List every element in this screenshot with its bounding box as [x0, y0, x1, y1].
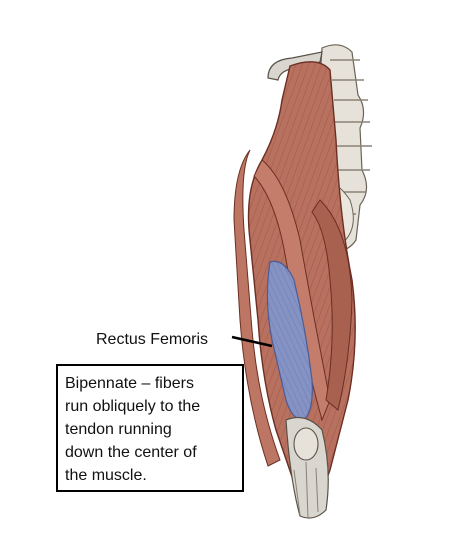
callout-text: Bipennate – fibers run obliquely to the …: [65, 375, 201, 484]
label-pointer-line: [231, 335, 273, 348]
thigh-muscles: [233, 61, 356, 502]
bipennate-callout-box: Bipennate – fibers run obliquely to the …: [56, 364, 244, 492]
rectus-femoris-label: Rectus Femoris: [96, 331, 209, 348]
knee-tendons: [285, 417, 329, 519]
